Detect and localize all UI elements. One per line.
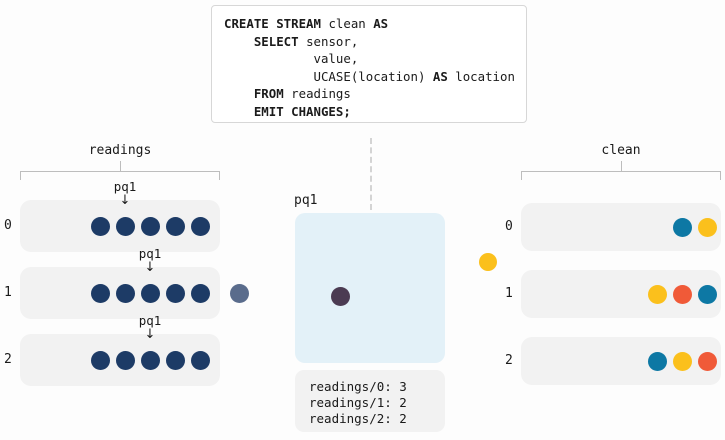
sink-record-dot [647,284,667,304]
source-record-dot [140,216,160,236]
source-record-dot [140,350,160,370]
source-record-dot [115,350,135,370]
sink-record-dot [672,217,692,237]
ksql-query-line: UCASE(location) AS location [224,68,526,86]
source-record-dot [190,283,210,303]
consumer-inflight-dot [331,287,350,306]
in-transit-dot [479,253,497,271]
source-partition-label: 0 [4,218,12,233]
sql-keyword: EMIT CHANGES; [224,103,351,119]
sink-record-dot [697,284,717,304]
source-partition-label: 2 [4,352,12,367]
source-record-dot [165,350,185,370]
ksql-query-text: CREATE STREAM clean AS SELECT sensor, va… [224,15,526,121]
consumer-label: pq1 [294,193,318,208]
consumer-box [295,213,445,363]
consumer-offset-entry: readings/0: 3 [309,379,407,394]
source-record-dot [165,216,185,236]
sql-identifier: sensor, [298,33,359,49]
source-topic-bracket [20,171,220,180]
sql-keyword: CREATE STREAM [224,16,321,31]
source-record-dot [90,350,110,370]
sql-identifier: readings [283,86,351,102]
source-record-dot [115,216,135,236]
sql-identifier: UCASE(location) [224,68,433,84]
source-partition-label: 1 [4,285,12,300]
source-pending-dot [230,283,249,303]
sink-record-dot [672,351,692,371]
sql-identifier: location [447,68,515,84]
sink-record-dot [697,217,717,237]
source-record-dot [190,216,210,236]
sink-bracket-stem [621,161,622,171]
ksql-query-line: EMIT CHANGES; [224,103,526,121]
consumer-pointer-arrow-icon: ↓ [119,193,131,208]
ksql-query-card: CREATE STREAM clean AS SELECT sensor, va… [211,5,527,123]
sql-keyword: SELECT [224,33,299,49]
sink-topic-bracket [521,171,721,180]
sink-partition-label: 1 [505,286,513,301]
source-record-dot [140,283,160,303]
consumer-pointer-arrow-icon: ↓ [144,260,156,275]
ksql-query-line: value, [224,50,526,68]
ksql-query-line: FROM readings [224,85,526,103]
sql-keyword: FROM [224,86,284,102]
sink-record-dot [697,351,717,371]
consumer-pointer-label: pq1 [138,313,162,328]
sink-topic-name: clean [601,143,641,158]
sql-keyword: AS [432,68,448,84]
consumer-offset-entry: readings/2: 2 [309,411,407,426]
source-topic-name: readings [88,143,152,158]
source-record-dot [115,283,135,303]
source-record-dot [190,350,210,370]
consumer-pointer-label: pq1 [138,246,162,261]
ksql-query-line: CREATE STREAM clean AS [224,15,526,33]
sink-record-dot [672,284,692,304]
source-bracket-stem [120,161,121,171]
source-record-dot [165,283,185,303]
sql-keyword: AS [373,16,389,31]
source-record-dot [90,283,110,303]
source-record-dot [90,216,110,236]
sink-record-dot [647,351,667,371]
consumer-pointer-arrow-icon: ↓ [144,327,156,342]
sink-partition-label: 0 [505,219,513,234]
sink-partition-label: 2 [505,353,513,368]
consumer-offset-entry: readings/1: 2 [309,395,407,410]
consumer-pointer-label: pq1 [113,179,137,194]
sql-identifier: value, [224,51,359,67]
panel-divider [370,138,372,210]
ksql-query-line: SELECT sensor, [224,33,526,51]
sql-identifier: clean [320,16,374,31]
